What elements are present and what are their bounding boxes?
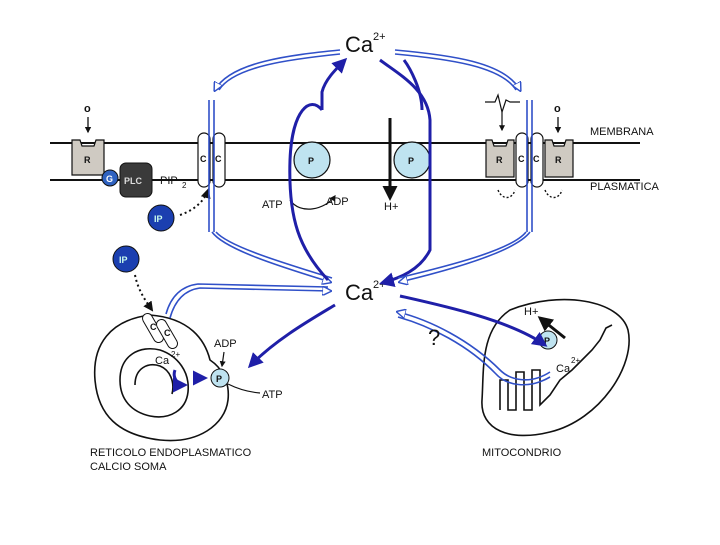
ip3-molecule-1 [147, 204, 175, 232]
pump-serca: P [210, 368, 230, 388]
receptor-left: o R [71, 103, 105, 176]
mito-h-plus-label: H+ [524, 306, 538, 318]
er-release [165, 283, 330, 319]
ip3-label-2: IP [119, 255, 128, 265]
mito-title: MITOCONDRIO [482, 447, 562, 459]
membrane-label-line1: MEMBRANA [590, 126, 654, 138]
pump-atpase: P [293, 141, 331, 179]
channel-right-c1: C [518, 154, 525, 164]
mitochondrion [481, 298, 630, 437]
ip3-label-1: IP [154, 214, 163, 224]
channel-right: C C [515, 132, 544, 188]
pump-exchanger-label: P [408, 156, 414, 166]
ca-cytosolic-charge: 2+ [373, 279, 386, 291]
receptor-right-2: o R [544, 103, 574, 178]
plc-label: PLC [124, 176, 143, 186]
channel-er: C C [142, 312, 178, 350]
g-protein [101, 169, 119, 187]
mito-release [398, 312, 551, 386]
channel-er-c2: C [164, 328, 171, 338]
er-adp-label: ADP [214, 338, 237, 350]
er-ca-charge: 2+ [171, 350, 180, 359]
ligand-right: o [554, 103, 561, 115]
h-plus-membrane-label: H+ [384, 201, 398, 213]
pip2-label: PIP [160, 175, 178, 187]
receptor-right-1-label: R [496, 155, 503, 165]
channel-left-c1: C [200, 154, 207, 164]
receptor-left-label: R [84, 155, 91, 165]
mito-ca-label: Ca [556, 363, 571, 375]
pump-serca-label: P [216, 374, 222, 384]
ca-extracellular-charge: 2+ [373, 31, 386, 43]
channel-right-influx [398, 100, 533, 282]
channel-left: C C [197, 132, 226, 188]
mito-ca-charge: 2+ [571, 356, 580, 365]
pump-exchanger: P [393, 141, 431, 179]
channel-left-c2: C [215, 154, 222, 164]
pump-adp-label: ADP [326, 196, 349, 208]
influx-arcs [215, 49, 520, 90]
voltage-symbol [485, 93, 520, 132]
ligand-left: o [84, 103, 91, 115]
er-title-line1: RETICOLO ENDOPLASMATICO [90, 447, 252, 459]
receptor-right-2-label: R [555, 155, 562, 165]
pump-atp-label: ATP [262, 199, 283, 211]
membrane-label-line2: PLASMATICA [590, 181, 660, 193]
ca-extracellular-label: Ca [345, 32, 374, 57]
pump-atpase-label: P [308, 156, 314, 166]
er-atp-label: ATP [262, 389, 283, 401]
er-title-line2: CALCIO SOMA [90, 461, 167, 473]
channel-left-influx [208, 100, 332, 282]
pump-mito: P [538, 330, 558, 350]
receptor-right-1: R [485, 139, 515, 178]
endoplasmic-reticulum [93, 314, 230, 442]
g-protein-label: G [106, 174, 113, 184]
ip3-molecule-2 [112, 245, 140, 273]
er-ca-label: Ca [155, 355, 170, 367]
ca-cytosolic-label: Ca [345, 280, 374, 305]
unknown-pathway-question: ? [428, 325, 440, 350]
pip2-subscript: 2 [182, 181, 187, 190]
channel-er-c1: C [150, 322, 157, 332]
channel-right-c2: C [533, 154, 540, 164]
